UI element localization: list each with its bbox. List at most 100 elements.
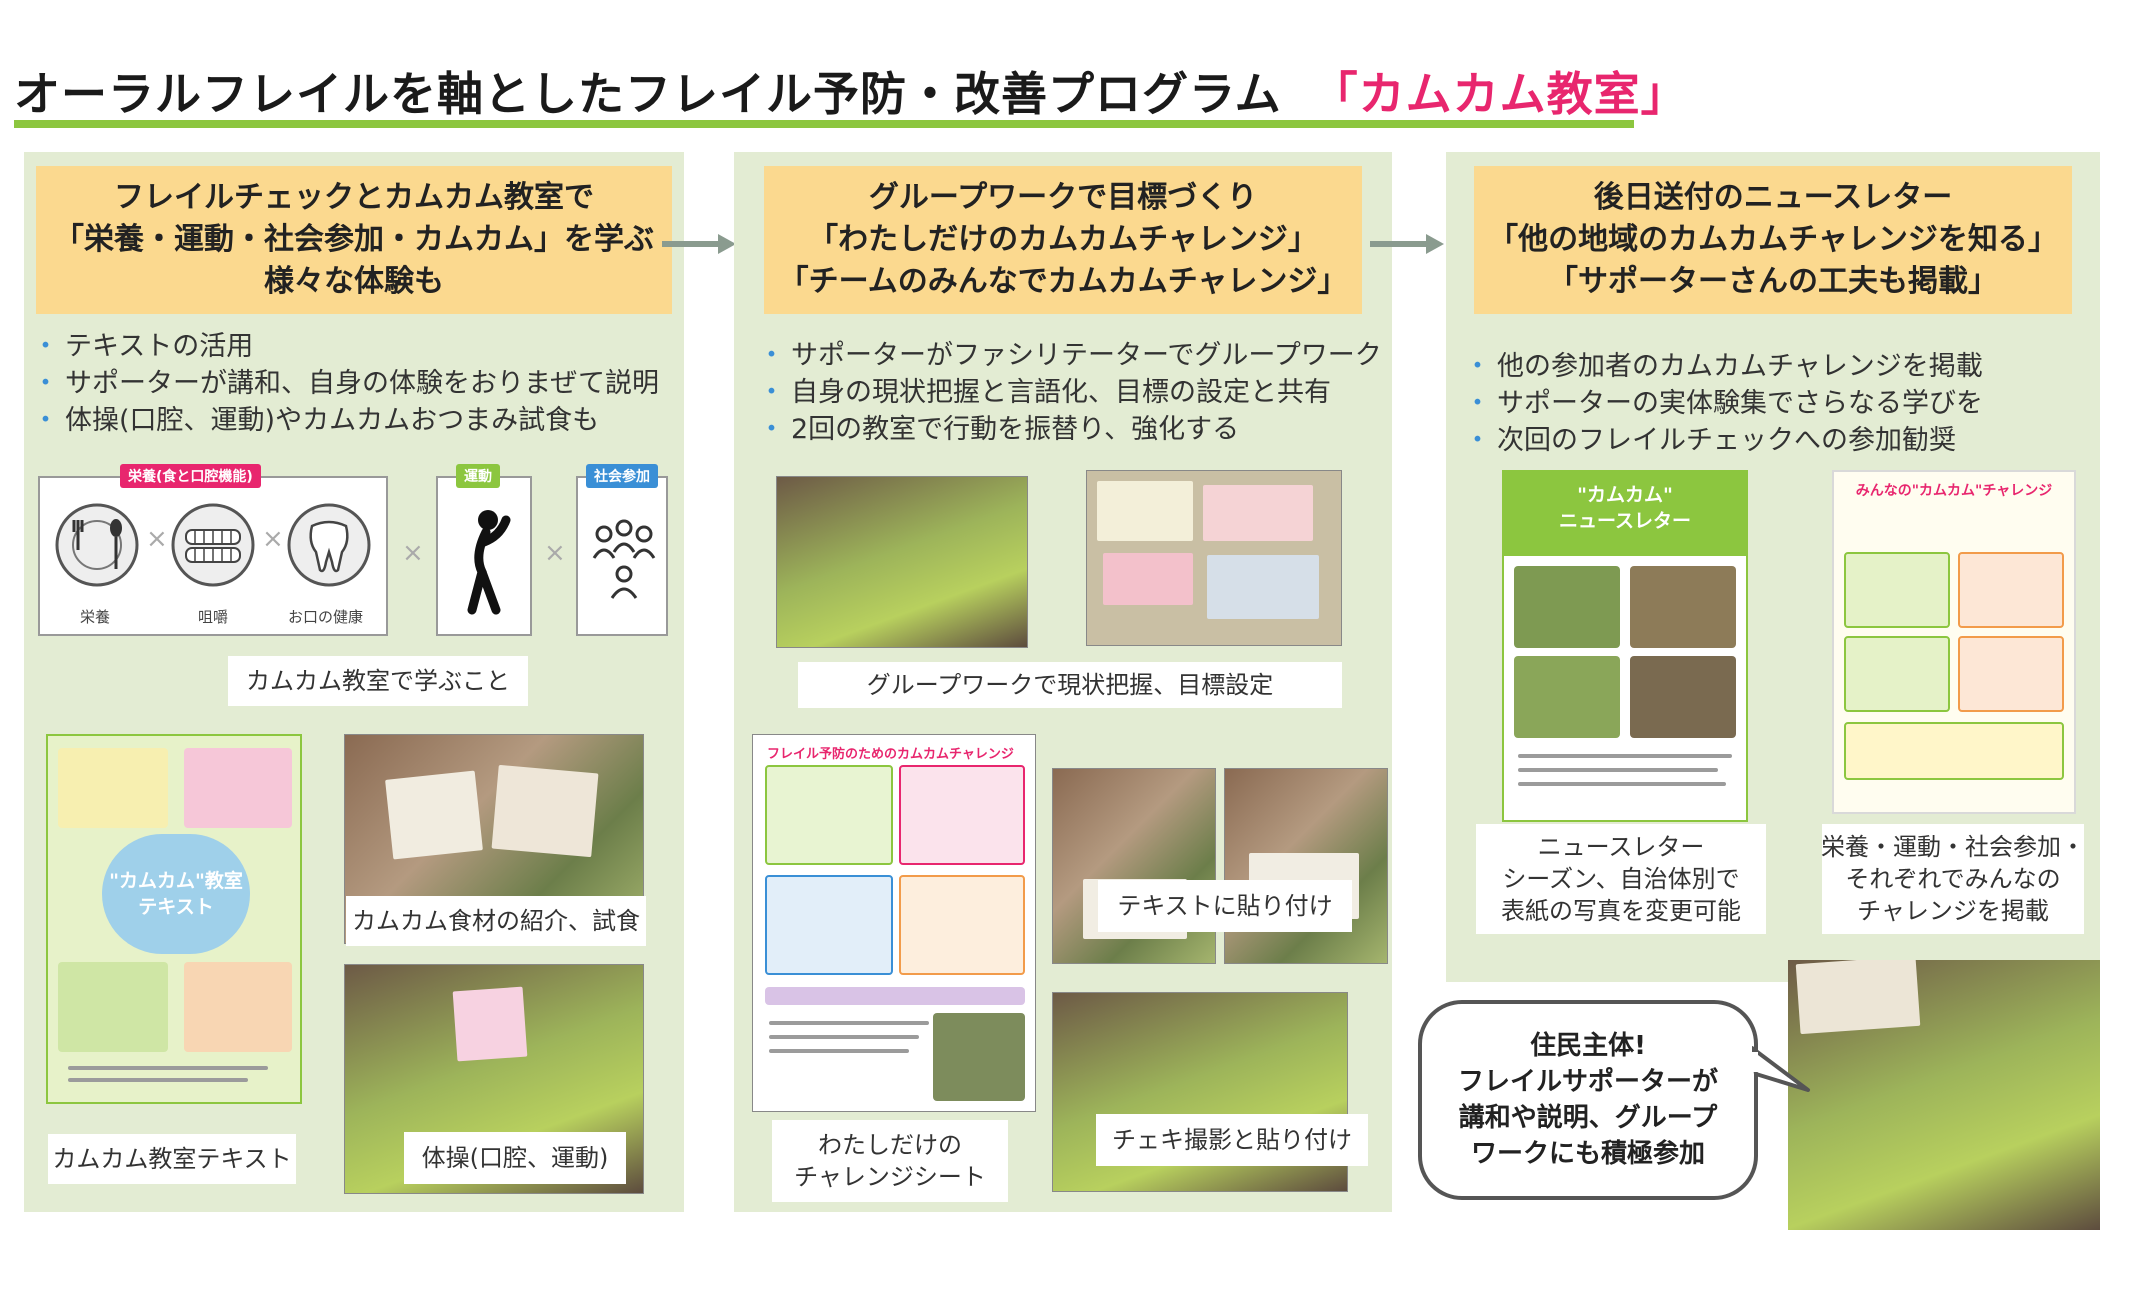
cheki-caption: チェキ撮影と貼り付け — [1096, 1114, 1368, 1166]
times-symbol: × — [262, 524, 284, 554]
speech-bubble: 住民主体! フレイルサポーターが 講和や説明、グループ ワークにも積極参加 — [1418, 1000, 1758, 1200]
times-symbol: × — [544, 538, 566, 568]
bullet-item: サポーターが講和、自身の体験をおりまぜて説明 — [32, 365, 659, 402]
textbook-caption: カムカム教室テキスト — [48, 1134, 296, 1184]
bullet-item: 2回の教室で行動を振替り、強化する — [758, 411, 1382, 448]
bullet-item: サポーターがファシリテーターでグループワーク — [758, 337, 1382, 374]
text-line — [769, 1035, 919, 1039]
sticky-note — [1203, 485, 1313, 541]
cover-title-line: テキスト — [138, 896, 214, 918]
challenge-section — [1844, 722, 2064, 780]
newsletter-photo — [1630, 566, 1736, 648]
bubble-line: ワークにも積極参加 — [1470, 1139, 1705, 1169]
bubble-tail — [1752, 1046, 1810, 1092]
cover-block — [184, 962, 292, 1052]
bullet-item: 体操(口腔、運動)やカムカムおつまみ試食も — [32, 402, 659, 439]
caption-line: 表紙の写真を変更可能 — [1501, 897, 1741, 925]
newsletter-title: "カムカム" ニュースレター — [1504, 482, 1746, 534]
text-line — [68, 1066, 268, 1070]
newsletter-photo — [1630, 656, 1736, 738]
cover-block — [184, 748, 292, 828]
cover-title-line: "カムカム"教室 — [109, 870, 243, 892]
participant-photo — [1224, 768, 1388, 964]
header-line: 「栄養・運動・社会参加・カムカム」を学ぶ — [54, 222, 654, 257]
sheet-section — [765, 875, 893, 975]
step-1-bullets: テキストの活用 サポーターが講和、自身の体験をおりまぜて説明 体操(口腔、運動)… — [32, 328, 659, 439]
icon-label: お口の健康 — [288, 608, 364, 626]
caption-line: 栄養・運動・社会参加・ — [1821, 833, 2085, 861]
challenge-caption: 栄養・運動・社会参加・ それぞれでみんなの チャレンジを掲載 — [1821, 824, 2085, 934]
sheet-team-band — [765, 987, 1025, 1005]
header-line: 後日送付のニュースレター — [1593, 180, 1953, 215]
text-line — [68, 1078, 248, 1082]
bullet-item: テキストの活用 — [32, 328, 659, 365]
icon-label: 栄養 — [80, 608, 111, 626]
header-line: フレイルチェックとカムカム教室で — [114, 180, 594, 215]
newsletter-caption: ニュースレター シーズン、自治体別で 表紙の写真を変更可能 — [1476, 824, 1766, 934]
step-2-panel: グループワークで目標づくり 「わたしだけのカムカムチャレンジ」 「チームのみんな… — [734, 152, 1392, 1212]
times-symbol: × — [402, 538, 424, 568]
people-group-icon — [592, 519, 656, 599]
arrow-right-icon — [1370, 234, 1444, 254]
bubble-line: 講和や説明、グループ — [1458, 1103, 1718, 1133]
sheet-section — [899, 765, 1025, 865]
social-group: 社会参加 — [576, 464, 668, 636]
title-main: オーラルフレイルを軸としたフレイル予防・改善プログラム — [14, 67, 1282, 121]
cover-title-circle — [102, 834, 250, 954]
held-card — [452, 986, 528, 1062]
text-line — [1518, 782, 1726, 786]
header-line: 「わたしだけのカムカムチャレンジ」 — [808, 222, 1318, 257]
challenge-section — [1958, 552, 2064, 628]
sheet-caption: わたしだけの チャレンジシート — [772, 1120, 1008, 1202]
challenge-section — [1958, 636, 2064, 712]
challenge-newsletter: みんなの"カムカム"チャレンジ — [1832, 470, 2076, 814]
participant-photo — [1052, 768, 1216, 964]
header-line: グループワークで目標づくり — [868, 180, 1258, 215]
newsletter-photo — [1514, 656, 1620, 738]
sheet-title: フレイル予防のためのカムカムチャレンジ — [767, 747, 1014, 762]
title-accent: 「カムカム教室」 — [1311, 67, 1688, 121]
step-1-panel: フレイルチェックとカムカム教室で 「栄養・運動・社会参加・カムカム」を学ぶ 様々… — [24, 152, 684, 1212]
newsletter-banner — [1504, 472, 1746, 556]
newsletter-title-line: "カムカム" — [1577, 484, 1673, 506]
exercise-group: 運動 — [436, 464, 532, 636]
header-line: 様々な体験も — [264, 264, 444, 299]
bubble-text: 住民主体! フレイルサポーターが 講和や説明、グループ ワークにも積極参加 — [1458, 1028, 1718, 1172]
page-title: オーラルフレイルを軸としたフレイル予防・改善プログラム「カムカム教室」 — [14, 58, 1688, 124]
step-3-bullets: 他の参加者のカムカムチャレンジを掲載 サポーターの実体験集でさらなる学びを 次回… — [1464, 348, 1983, 459]
header-line: 「サポーターさんの工夫も掲載」 — [1548, 264, 1998, 299]
nutrition-label: 栄養(食と口腔機能) — [120, 464, 261, 488]
sticky-notes-photo — [1086, 470, 1342, 646]
groupwork-photo — [776, 476, 1028, 648]
stretching-person-icon — [467, 510, 511, 615]
bullet-item: 自身の現状把握と言語化、目標の設定と共有 — [758, 374, 1382, 411]
caption-line: チャレンジを掲載 — [1857, 897, 2049, 925]
groupwork-caption: グループワークで現状把握、目標設定 — [798, 662, 1342, 708]
caption-line: わたしだけの — [818, 1131, 962, 1159]
challenge-sheet: フレイル予防のためのカムカムチャレンジ — [752, 734, 1036, 1112]
diagram-caption: カムカム教室で学ぶこと — [228, 656, 528, 706]
supporter-photo — [1788, 960, 2100, 1230]
textbook-cover: "カムカム"教室 テキスト — [46, 734, 302, 1104]
sticky-note — [1097, 481, 1193, 541]
sticky-note — [1103, 553, 1193, 605]
bubble-line: フレイルサポーターが — [1457, 1067, 1718, 1097]
held-papers — [1795, 960, 1921, 1035]
bubble-line: 住民主体! — [1530, 1031, 1646, 1061]
step-3-panel: 後日送付のニュースレター 「他の地域のカムカムチャレンジを知る」 「サポーターさ… — [1446, 152, 2100, 982]
teeth-icon — [171, 503, 255, 587]
cover-block — [58, 748, 168, 828]
arrow-right-icon — [662, 234, 736, 254]
text-line — [1518, 768, 1718, 772]
title-rule — [14, 120, 1634, 128]
newsletter-photo — [1514, 566, 1620, 648]
step-3-header: 後日送付のニュースレター 「他の地域のカムカムチャレンジを知る」 「サポーターさ… — [1474, 166, 2072, 314]
newsletter-title-line: ニュースレター — [1558, 510, 1692, 532]
sheet-section — [765, 765, 893, 865]
challenge-section — [1844, 552, 1950, 628]
step-1-header: フレイルチェックとカムカム教室で 「栄養・運動・社会参加・カムカム」を学ぶ 様々… — [36, 166, 672, 314]
food-caption: カムカム食材の紹介、試食 — [346, 896, 646, 946]
food-card — [491, 764, 599, 858]
bullet-item: サポーターの実体験集でさらなる学びを — [1464, 385, 1983, 422]
newsletter-cover: "カムカム" ニュースレター — [1502, 470, 1748, 822]
